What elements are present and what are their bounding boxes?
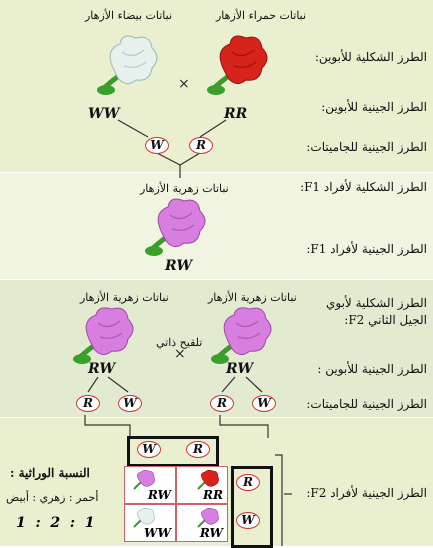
white-parent-genotype: WW xyxy=(88,106,120,122)
f1-phenotype-label: الطرز الشكلية لأفراد F1: xyxy=(300,180,427,194)
punnett-cell: RW xyxy=(124,466,176,504)
pink-flower-icon xyxy=(145,198,206,256)
f1-genotype-label: الطرز الجينية لأفراد F1: xyxy=(306,242,427,256)
f1-section xyxy=(0,173,433,279)
gamete-w: W xyxy=(118,395,142,412)
gamete-r: R xyxy=(236,474,260,491)
gamete-w: W xyxy=(236,512,260,529)
f1-caption: نباتات زهرية الأزهار xyxy=(140,182,229,195)
gamete-r: R xyxy=(210,395,234,412)
f2-right-parent-caption: نباتات زهرية الأزهار xyxy=(208,291,297,304)
gamete-r: R xyxy=(186,441,210,458)
red-parent-genotype: RR xyxy=(224,106,248,122)
f2-parents-phenotype-label-line1: الطرز الشكلية لأبوي xyxy=(325,296,427,310)
punnett-cell: RR xyxy=(176,466,228,504)
punnett-cell: RW xyxy=(176,504,228,542)
white-flower-icon xyxy=(97,35,158,95)
f2-left-parent-caption: نباتات زهرية الأزهار xyxy=(80,291,169,304)
pink-flower-icon xyxy=(197,507,219,528)
cell-genotype: WW xyxy=(144,526,171,540)
f2-right-parent-genotype: RW xyxy=(226,361,254,377)
gamete-w: W xyxy=(145,137,169,154)
cell-genotype: RW xyxy=(199,526,223,540)
white-parent-caption: نباتات بيضاء الأزهار xyxy=(85,9,173,22)
gametes-genotype-label: الطرز الجينية للجاميتات: xyxy=(306,140,427,154)
gamete-w: W xyxy=(137,441,161,458)
gamete-r: R xyxy=(76,395,100,412)
pink-flower-icon xyxy=(211,307,272,364)
ratio-values: 1 : 2 : 1 xyxy=(16,515,95,531)
f2-parents-section xyxy=(0,280,433,417)
self-pollination-label: تلقيح ذاتي xyxy=(156,336,203,349)
ratio-colors: أحمر : زهري : أبيض xyxy=(6,491,99,504)
pink-flower-icon xyxy=(73,307,134,364)
f2-genotype-label: الطرز الجينية لأفراد F2: xyxy=(306,486,427,500)
punnett-cell: WW xyxy=(124,504,176,542)
gamete-r: R xyxy=(189,137,213,154)
cell-genotype: RR xyxy=(203,488,223,502)
cross-symbol: × xyxy=(174,346,186,362)
f2-parents-phenotype-label-line2: الجيل الثاني F2: xyxy=(344,313,427,327)
f2-gametes-genotype-label: الطرز الجينية للجاميتات: xyxy=(306,397,427,411)
parents-genotype-label: الطرز الجينية للأبوين: xyxy=(321,100,427,114)
gamete-w: W xyxy=(252,395,276,412)
white-flower-icon xyxy=(133,507,155,528)
red-parent-caption: نباتات حمراء الأزهار xyxy=(216,9,307,22)
parents-phenotype-label: الطرز الشكلية للأبوين: xyxy=(314,50,427,64)
red-flower-icon xyxy=(197,469,219,490)
f2-parents-genotype-label: الطرز الجينية للأبوين : xyxy=(317,362,427,376)
pink-flower-icon xyxy=(133,469,155,490)
red-flower-icon xyxy=(207,35,268,95)
top-gametes-box xyxy=(127,436,219,467)
cross-symbol: × xyxy=(178,76,190,92)
ratio-title: النسبة الوراثية : xyxy=(10,466,90,480)
f2-left-parent-genotype: RW xyxy=(88,361,116,377)
f1-genotype: RW xyxy=(165,258,193,274)
cell-genotype: RW xyxy=(147,488,171,502)
